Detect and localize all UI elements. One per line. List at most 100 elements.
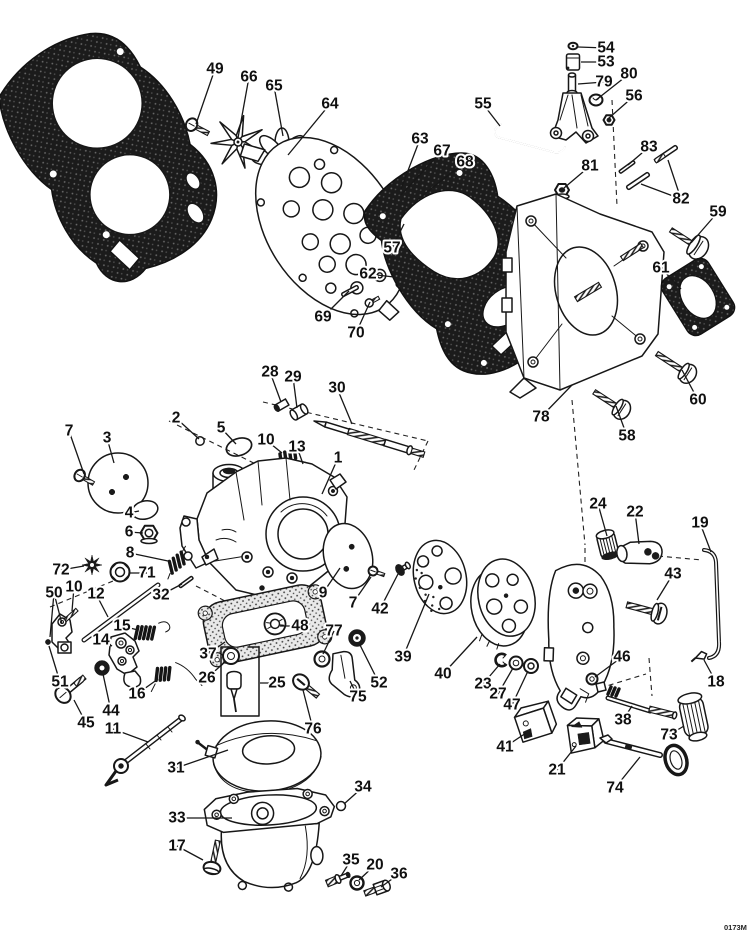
callout-32: 32	[152, 587, 169, 604]
part-carburetor-body	[179, 457, 348, 599]
leader-line-79	[577, 81, 605, 85]
drawing-code: 0173M	[724, 923, 747, 932]
callout-11: 11	[105, 721, 122, 738]
callout-70: 70	[347, 325, 364, 342]
leader-line-54	[577, 46, 607, 49]
part-cover-disc-3	[87, 452, 149, 514]
callout-73: 73	[660, 727, 678, 744]
leader-line-63	[400, 138, 421, 190]
callout-30: 30	[328, 380, 345, 397]
part-throttle-link-11	[104, 714, 186, 787]
leader-line-10	[265, 439, 283, 454]
part-plunger-stem-79	[566, 72, 578, 97]
leader-line-74	[614, 756, 641, 789]
part-screw-82a	[653, 144, 679, 164]
part-pin-10-lower	[63, 607, 79, 623]
callout-36: 36	[390, 866, 408, 883]
part-follower-plate	[543, 563, 615, 711]
callout-20: 20	[366, 857, 383, 874]
part-link-rod-55	[493, 123, 566, 154]
leader-line-10	[71, 586, 75, 612]
part-spring-8	[167, 545, 186, 580]
part-screw-45	[54, 674, 87, 704]
callout-67: 67	[433, 143, 450, 160]
leader-line-68	[416, 161, 466, 201]
part-choke-rod-19	[702, 548, 722, 660]
callout-33: 33	[168, 810, 186, 827]
callout-1: 1	[334, 450, 343, 467]
part-cap-54	[567, 41, 579, 51]
leader-line-12	[95, 593, 109, 618]
leader-line-16	[136, 678, 159, 695]
part-washer-77	[313, 650, 331, 668]
callout-27: 27	[489, 686, 506, 703]
leader-line-14	[100, 639, 113, 647]
callout-5: 5	[217, 420, 226, 437]
leader-line-82	[640, 183, 682, 200]
leader-line-60	[681, 369, 699, 401]
part-ball-34	[335, 800, 347, 812]
part-washer-47	[523, 658, 539, 674]
part-washer-20	[349, 875, 365, 891]
callout-60: 60	[689, 392, 706, 409]
part-grommet-52	[348, 629, 366, 647]
callout-19: 19	[691, 515, 709, 532]
part-ball-2	[195, 436, 205, 446]
callout-9: 9	[319, 585, 328, 602]
leader-line-75	[349, 680, 359, 698]
callout-62: 62	[359, 266, 376, 283]
leader-line-65	[273, 85, 284, 137]
part-mixture-shaft-38	[595, 681, 678, 720]
leader-line-81	[563, 165, 591, 189]
part-clamp-block-21	[566, 717, 605, 754]
callout-74: 74	[606, 780, 624, 797]
part-pump-tower-bracket	[549, 92, 599, 144]
callout-37: 37	[199, 646, 216, 663]
part-plug-28	[273, 398, 290, 412]
leader-line-72	[60, 565, 85, 571]
leader-line-51	[48, 645, 61, 683]
callout-38: 38	[614, 712, 632, 729]
part-lever-22	[616, 540, 663, 565]
part-spring-16	[150, 662, 203, 692]
callout-39: 39	[394, 649, 412, 666]
part-cover-gasket-37	[197, 584, 333, 668]
leader-line-59	[690, 211, 719, 244]
part-pin-32	[178, 575, 194, 589]
callout-26: 26	[198, 670, 216, 687]
part-screw-59	[668, 227, 710, 260]
part-knurled-knob-73	[677, 692, 709, 742]
callout-59: 59	[709, 204, 727, 221]
callout-64: 64	[321, 96, 339, 113]
callout-21: 21	[548, 762, 566, 779]
part-diaphragm-plate	[239, 136, 408, 321]
leader-line-83	[627, 146, 650, 166]
part-tool-rod-74	[599, 734, 689, 777]
part-e-clip-23	[494, 652, 508, 668]
callout-68: 68	[456, 154, 474, 171]
callout-31: 31	[167, 760, 185, 777]
leader-line-42	[379, 573, 399, 610]
callout-13: 13	[288, 439, 306, 456]
callout-83: 83	[640, 139, 658, 156]
leader-line-45	[73, 699, 87, 724]
part-plunger-cup-53	[565, 53, 581, 71]
callout-24: 24	[589, 496, 607, 513]
leader-line-28	[269, 371, 282, 403]
leader-line-20	[358, 864, 376, 881]
leader-line-49	[195, 68, 216, 125]
part-ball-51	[45, 639, 51, 645]
leader-line-18	[703, 659, 717, 683]
callout-40: 40	[434, 666, 451, 683]
callout-28: 28	[261, 364, 279, 381]
leader-line-64	[287, 103, 331, 156]
callout-42: 42	[371, 601, 388, 618]
callout-76: 76	[304, 721, 322, 738]
part-float-bowl-33	[203, 787, 336, 892]
leader-line-67	[400, 150, 443, 196]
part-screw-49	[184, 117, 211, 137]
part-screw-43	[625, 601, 668, 625]
part-mounting-bracket	[501, 193, 665, 399]
